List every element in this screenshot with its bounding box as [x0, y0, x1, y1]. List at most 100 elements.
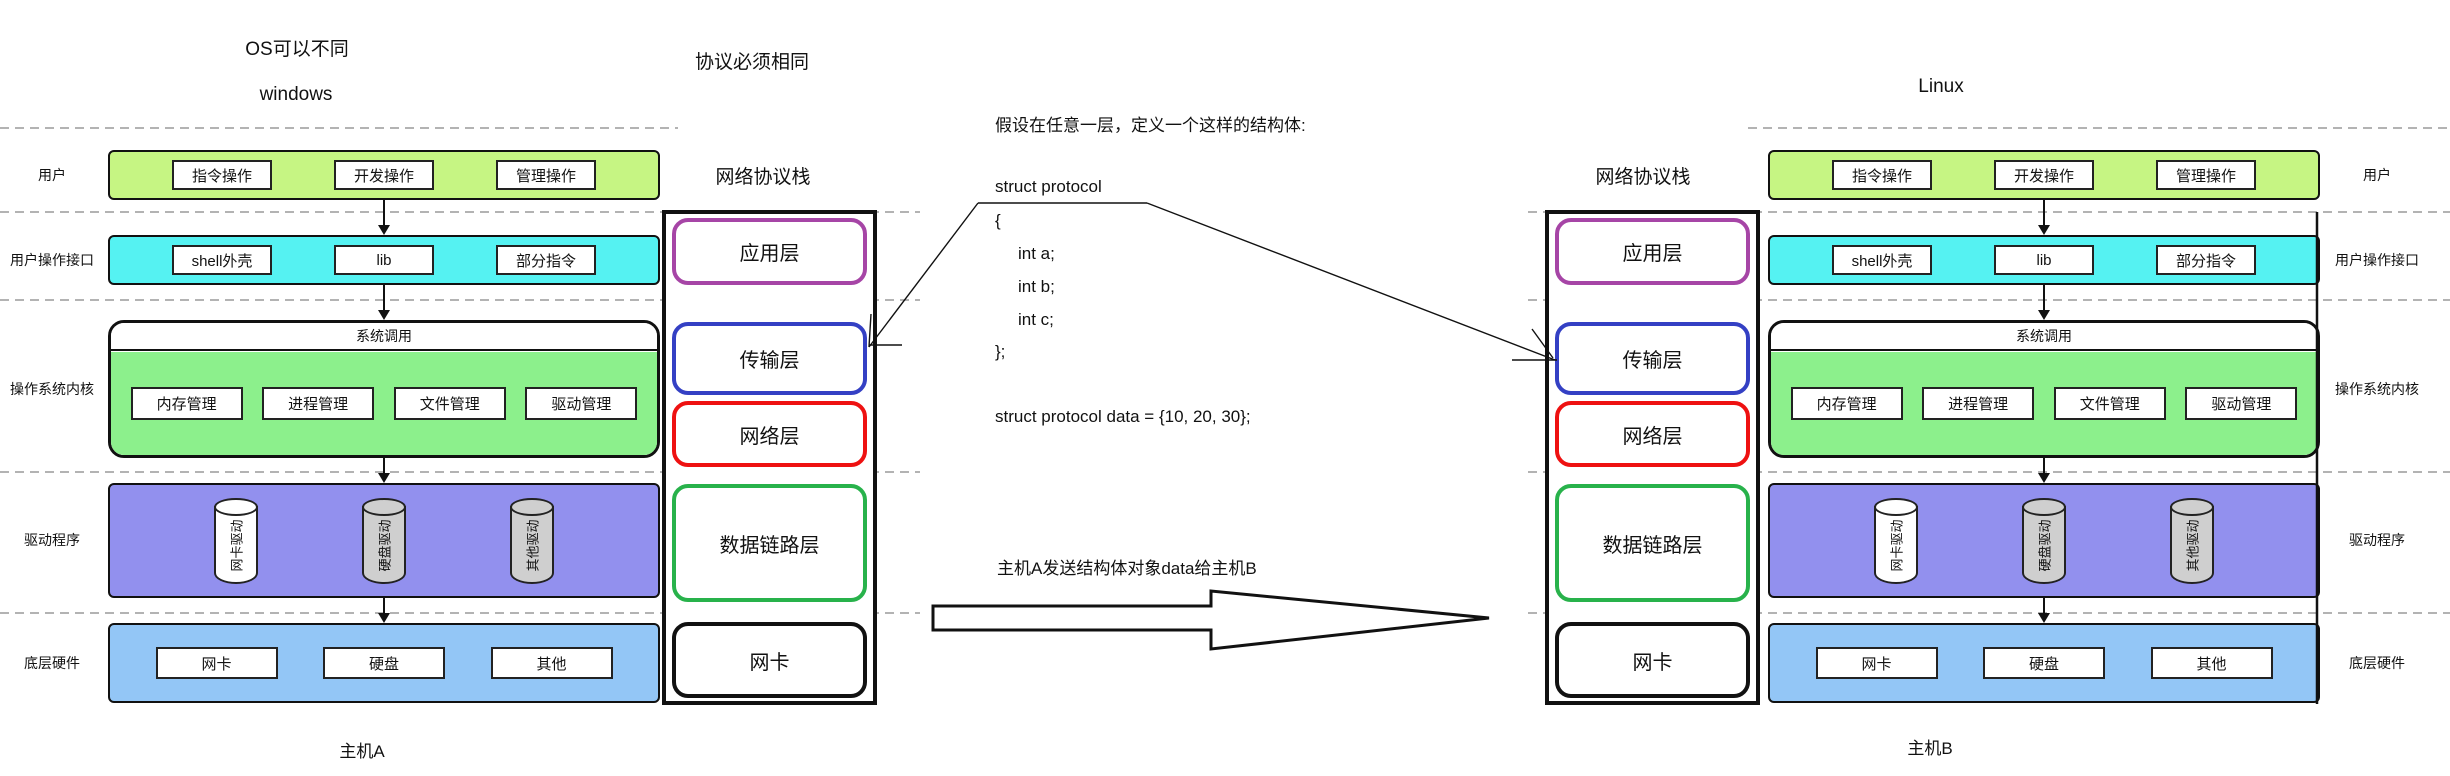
host-a-interface-row: shell外壳 lib 部分指令	[108, 235, 660, 285]
left-transport-layer-box: 传输层	[672, 322, 867, 395]
host-a-row-label-kernel: 操作系统内核	[10, 381, 94, 397]
host-b-syscall-header: 系统调用	[1771, 323, 2317, 351]
code-line-int-a: int a;	[1018, 244, 1055, 263]
host-a-memory-mgmt-box: 内存管理	[130, 386, 243, 420]
host-a-other-driver-cylinder: 其他驱动	[510, 497, 554, 584]
host-b-kernel-body: 内存管理 进程管理 文件管理 驱动管理	[1771, 351, 2317, 455]
right-protocol-stack-title: 网络协议栈	[1595, 167, 1691, 188]
host-a-flow-arrow-4	[374, 598, 394, 623]
host-a-lib-box: lib	[334, 245, 434, 275]
cylinder-top	[2022, 497, 2066, 516]
cylinder-label: 硬盘驱动	[377, 519, 393, 572]
code-init-line: struct protocol data = {10, 20, 30};	[995, 407, 1251, 426]
host-b-kernel-container: 系统调用 内存管理 进程管理 文件管理 驱动管理	[1768, 320, 2320, 458]
right-nic-layer-box: 网卡	[1555, 622, 1750, 698]
host-b-label: 主机B	[1907, 739, 1953, 758]
assumption-text: 假设在任意一层，定义一个这样的结构体:	[995, 116, 1306, 135]
code-line-close-brace: };	[995, 342, 1006, 361]
cylinder-body	[1874, 505, 1918, 584]
code-line-int-b: int b;	[1018, 277, 1055, 296]
host-a-process-mgmt-box: 进程管理	[262, 386, 375, 420]
host-b-interface-row: shell外壳 lib 部分指令	[1768, 235, 2320, 285]
host-a-instruction-ops-box: 指令操作	[172, 160, 272, 190]
cylinder-top	[510, 497, 554, 516]
cylinder-label: 其他驱动	[2185, 519, 2201, 572]
host-b-flow-arrow-2	[2034, 285, 2054, 320]
host-a-nic-box: 网卡	[155, 647, 278, 679]
code-line-open-brace: {	[995, 211, 1001, 230]
cylinder-body	[2022, 505, 2066, 584]
right-transport-layer-box: 传输层	[1555, 322, 1750, 395]
host-b-row-label-kernel: 操作系统内核	[2335, 381, 2419, 397]
host-b-dev-ops-box: 开发操作	[1994, 160, 2094, 190]
left-nic-layer-box: 网卡	[672, 622, 867, 698]
host-b-memory-mgmt-box: 内存管理	[1790, 386, 1903, 420]
host-a-disk-driver-cylinder: 硬盘驱动	[362, 497, 406, 584]
left-protocol-stack-title: 网络协议栈	[715, 167, 811, 188]
host-b-nic-box: 网卡	[1815, 647, 1938, 679]
host-a-row-label-hardware: 底层硬件	[24, 655, 80, 671]
host-b-driver-row: 网卡驱动 硬盘驱动 其他驱动	[1768, 483, 2320, 598]
code-line-int-c: int c;	[1018, 310, 1054, 329]
host-a-nic-driver-cylinder: 网卡驱动	[214, 497, 258, 584]
host-a-row-label-driver: 驱动程序	[24, 532, 80, 548]
cylinder-body	[510, 505, 554, 584]
cylinder-body	[362, 505, 406, 584]
host-b-row-label-hardware: 底层硬件	[2349, 655, 2405, 671]
right-os-title: Linux	[1918, 76, 1964, 97]
host-a-partial-cmd-box: 部分指令	[496, 245, 596, 275]
host-a-syscall-header: 系统调用	[111, 323, 657, 351]
cylinder-top	[1874, 497, 1918, 516]
host-b-row-label-user: 用户	[2363, 167, 2391, 183]
host-a-kernel-body: 内存管理 进程管理 文件管理 驱动管理	[111, 351, 657, 455]
host-a-row-label-interface: 用户操作接口	[10, 252, 94, 268]
host-b-shell-box: shell外壳	[1832, 245, 1932, 275]
host-a-flow-arrow-2	[374, 285, 394, 320]
right-network-layer-box: 网络层	[1555, 401, 1750, 467]
os-can-differ-note: OS可以不同	[245, 39, 349, 60]
cylinder-label: 其他驱动	[525, 519, 541, 572]
cylinder-body	[214, 505, 258, 584]
host-b-lib-box: lib	[1994, 245, 2094, 275]
host-b-admin-ops-box: 管理操作	[2156, 160, 2256, 190]
host-a-flow-arrow-3	[374, 458, 394, 483]
host-a-file-mgmt-box: 文件管理	[393, 386, 506, 420]
host-a-dev-ops-box: 开发操作	[334, 160, 434, 190]
host-a-shell-box: shell外壳	[172, 245, 272, 275]
host-b-flow-arrow-3	[2034, 458, 2054, 483]
left-os-title: windows	[259, 84, 333, 105]
left-app-layer-box: 应用层	[672, 218, 867, 285]
cylinder-label: 硬盘驱动	[2037, 519, 2053, 572]
right-app-layer-box: 应用层	[1555, 218, 1750, 285]
host-a-flow-arrow-1	[374, 200, 394, 235]
host-a-row-label-user: 用户	[38, 167, 66, 183]
left-datalink-layer-box: 数据链路层	[672, 484, 867, 602]
left-network-layer-box: 网络层	[672, 401, 867, 467]
cylinder-label: 网卡驱动	[1889, 519, 1905, 572]
host-a-label: 主机A	[339, 742, 385, 761]
host-a-other-box: 其他	[490, 647, 613, 679]
cylinder-top	[214, 497, 258, 516]
host-b-flow-arrow-4	[2034, 598, 2054, 623]
pointer-line-to-left-transport	[868, 202, 979, 348]
host-a-hardware-row: 网卡 硬盘 其他	[108, 623, 660, 703]
host-a-disk-box: 硬盘	[323, 647, 445, 679]
host-b-driver-mgmt-box: 驱动管理	[2185, 386, 2298, 420]
host-b-process-mgmt-box: 进程管理	[1922, 386, 2035, 420]
cylinder-top	[362, 497, 406, 516]
send-arrow-icon	[931, 589, 1490, 651]
host-a-driver-mgmt-box: 驱动管理	[525, 386, 638, 420]
left-protocol-stack: 应用层 传输层 网络层 数据链路层 网卡	[662, 210, 877, 705]
host-a-kernel-container: 系统调用 内存管理 进程管理 文件管理 驱动管理	[108, 320, 660, 458]
host-b-nic-driver-cylinder: 网卡驱动	[1874, 497, 1918, 584]
cylinder-top	[2170, 497, 2214, 516]
right-datalink-layer-box: 数据链路层	[1555, 484, 1750, 602]
host-b-row-label-interface: 用户操作接口	[2335, 252, 2419, 268]
host-b-disk-driver-cylinder: 硬盘驱动	[2022, 497, 2066, 584]
host-b-other-driver-cylinder: 其他驱动	[2170, 497, 2214, 584]
host-b-hardware-row: 网卡 硬盘 其他	[1768, 623, 2320, 703]
cylinder-label: 网卡驱动	[229, 519, 245, 572]
host-b-other-box: 其他	[2150, 647, 2273, 679]
host-b-flow-arrow-1	[2034, 200, 2054, 235]
